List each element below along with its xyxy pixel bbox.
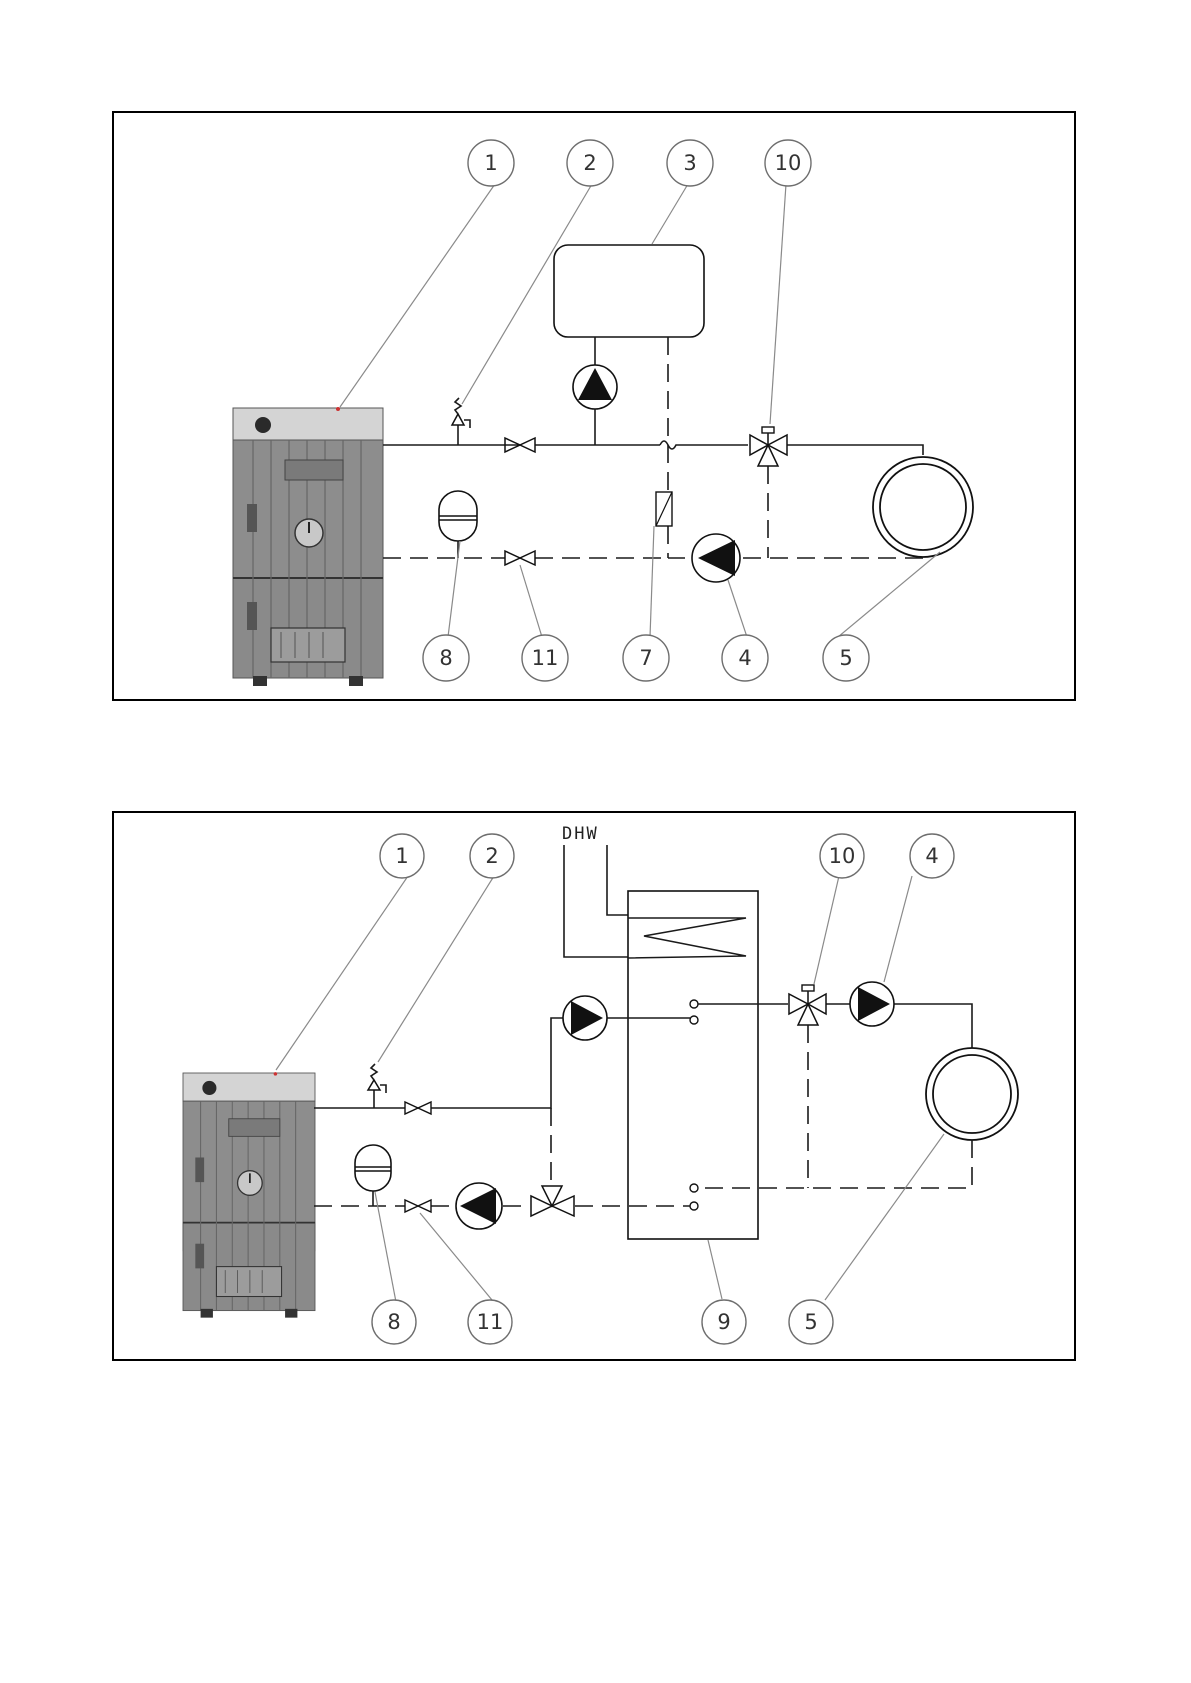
- safety-valve-icon: [452, 398, 470, 445]
- callout-10: 10: [820, 834, 864, 878]
- svg-text:5: 5: [839, 646, 852, 670]
- svg-text:9: 9: [717, 1310, 730, 1334]
- callout-9: 9: [702, 1300, 746, 1344]
- svg-text:2: 2: [583, 151, 596, 175]
- svg-text:10: 10: [775, 151, 802, 175]
- three-way-valve-icon: [531, 1186, 574, 1216]
- expansion-vessel-icon: [355, 1145, 391, 1206]
- pump-icon: [692, 534, 740, 582]
- pump-icon: [456, 1183, 502, 1229]
- svg-text:DHW: DHW: [562, 824, 599, 844]
- svg-text:8: 8: [387, 1310, 400, 1334]
- callout-8: 8: [423, 635, 469, 681]
- svg-text:3: 3: [683, 151, 696, 175]
- callout-1: 1: [380, 834, 424, 878]
- svg-text:11: 11: [532, 646, 559, 670]
- callout-5: 5: [789, 1300, 833, 1344]
- boiler-1: [233, 407, 383, 686]
- expansion-vessel-icon: [439, 491, 477, 558]
- gate-valve-icon: [505, 551, 535, 565]
- radiator-icon: [926, 1048, 1018, 1140]
- callout-4: 4: [910, 834, 954, 878]
- svg-text:10: 10: [829, 844, 856, 868]
- callout-11: 11: [522, 635, 568, 681]
- diagram-2: DHW: [113, 812, 1075, 1360]
- callout-8: 8: [372, 1300, 416, 1344]
- three-way-valve-icon: [750, 427, 787, 466]
- callout-1: 1: [468, 140, 514, 186]
- callout-4: 4: [722, 635, 768, 681]
- gate-valve-icon: [405, 1102, 431, 1114]
- boiler-2: [183, 1072, 315, 1318]
- svg-text:4: 4: [738, 646, 751, 670]
- callout-3: 3: [667, 140, 713, 186]
- svg-text:8: 8: [439, 646, 452, 670]
- buffer-tank: [554, 245, 704, 337]
- pump-icon: [563, 996, 607, 1040]
- svg-text:1: 1: [395, 844, 408, 868]
- radiator-icon: [873, 457, 973, 557]
- pump-icon: [850, 982, 894, 1026]
- svg-text:4: 4: [925, 844, 938, 868]
- svg-text:1: 1: [484, 151, 497, 175]
- callout-2: 2: [567, 140, 613, 186]
- svg-text:5: 5: [804, 1310, 817, 1334]
- three-way-valve-icon: [789, 985, 826, 1025]
- diagram-1: 1 2 3 10 8 11 7 4 5: [113, 112, 1075, 700]
- callout-2: 2: [470, 834, 514, 878]
- callout-11: 11: [468, 1300, 512, 1344]
- svg-text:7: 7: [639, 646, 652, 670]
- gate-valve-icon: [405, 1200, 431, 1212]
- pump-icon: [573, 365, 617, 409]
- safety-valve-icon: [368, 1064, 386, 1108]
- svg-text:11: 11: [477, 1310, 504, 1334]
- callout-7: 7: [623, 635, 669, 681]
- callout-5: 5: [823, 635, 869, 681]
- svg-text:2: 2: [485, 844, 498, 868]
- callout-10: 10: [765, 140, 811, 186]
